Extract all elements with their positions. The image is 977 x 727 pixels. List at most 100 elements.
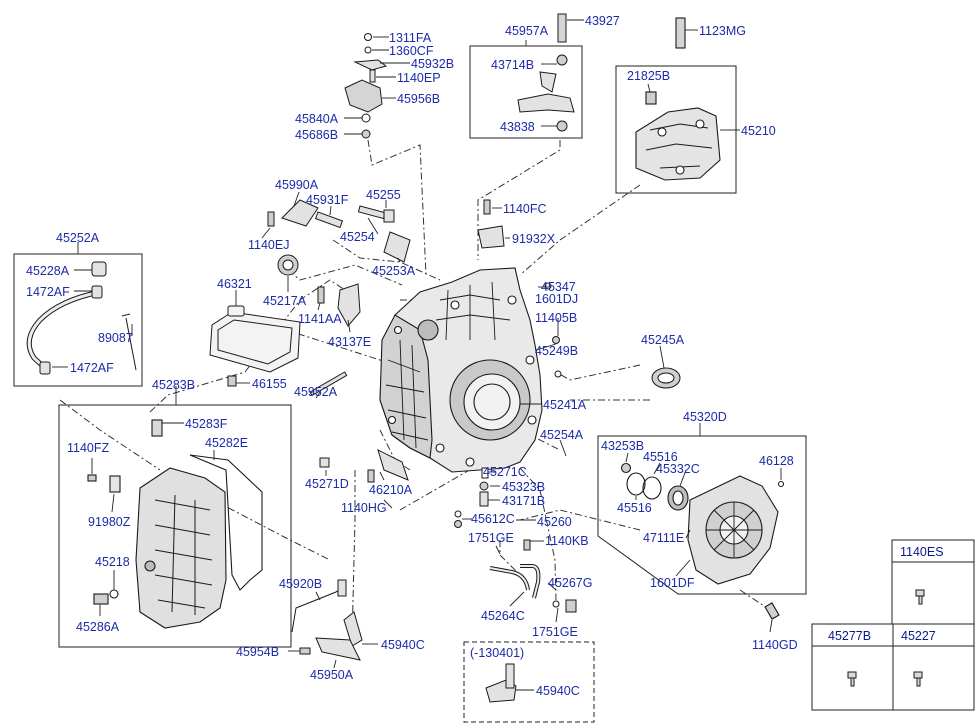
label-21825b: 21825B	[627, 69, 670, 83]
label-45264c: 45264C	[481, 609, 525, 623]
lever-bracket-parts	[517, 13, 575, 132]
label-45253a: 45253A	[372, 264, 416, 278]
oil-filter	[209, 305, 301, 387]
label-45320d: 45320D	[683, 410, 727, 424]
oil-pan-ribs	[154, 494, 213, 615]
label-91980z: 91980Z	[88, 515, 131, 529]
filter-nipple	[227, 305, 245, 317]
case-webbing	[385, 281, 511, 449]
label-45217a: 45217A	[263, 294, 307, 308]
oil-pan-gasket	[189, 454, 263, 591]
label-89087: 89087	[98, 331, 133, 345]
oil-pan-plug	[144, 560, 156, 572]
oil-pan-assembly	[87, 419, 263, 629]
label-45516-b: 45516	[617, 501, 652, 515]
label-46321: 46321	[217, 277, 252, 291]
box-variant-130401	[463, 641, 595, 723]
label-1472af-top: 1472AF	[26, 285, 70, 299]
label-1141aa: 1141AA	[298, 312, 342, 326]
side-cover	[620, 462, 785, 620]
label-45516-a: 45516	[643, 450, 678, 464]
label-1140kb: 1140KB	[545, 534, 589, 548]
seal-45245a	[544, 282, 681, 389]
dipstick	[121, 313, 137, 371]
label-45249b: 45249B	[535, 344, 578, 358]
hose-cap	[91, 261, 107, 277]
label-45952a: 45952A	[294, 385, 338, 399]
label-1601df: 1601DF	[650, 576, 695, 590]
pin-45952a	[309, 371, 348, 397]
part-labels: 1311FA 1360CF 45932B 1140EP 45956B 45840…	[26, 14, 798, 698]
label-1140fz: 1140FZ	[67, 441, 110, 455]
label-1360cf: 1360CF	[389, 44, 434, 58]
label-1140fc: 1140FC	[503, 202, 547, 216]
bracket-43137e	[337, 283, 361, 327]
case-bolt-bosses	[387, 295, 537, 467]
bracket-91932x	[477, 199, 505, 249]
oil-pan	[135, 467, 227, 629]
label-45954b: 45954B	[236, 645, 279, 659]
label-45686b: 45686B	[295, 128, 338, 142]
label-1601dj: 1601DJ	[535, 292, 578, 306]
label-45957a: 45957A	[505, 24, 549, 38]
drain-plug	[93, 593, 109, 605]
label-45283f: 45283F	[185, 417, 228, 431]
label-45282e: 45282E	[205, 436, 248, 450]
table-1140es: 1140ES	[900, 545, 944, 559]
label-45931f: 45931F	[306, 193, 349, 207]
label-45271c: 45271C	[483, 465, 527, 479]
rod-46210a	[377, 449, 409, 481]
label-45286a: 45286A	[76, 620, 120, 634]
hose-clamp-top	[91, 285, 103, 299]
inhibitor-switch	[344, 79, 383, 113]
label-45612c: 45612C	[471, 512, 515, 526]
label-45210: 45210	[741, 124, 776, 138]
label-47111e: 47111E	[643, 531, 684, 545]
case-top-port	[417, 319, 439, 341]
label-leaders	[52, 19, 782, 691]
label-45840a: 45840A	[295, 112, 339, 126]
oring-45516-b	[642, 476, 662, 500]
box-45210	[615, 65, 737, 194]
label-43171b: 43171B	[502, 494, 545, 508]
bolt-1140fz	[87, 474, 97, 482]
oring-45516-a	[626, 472, 646, 496]
label-91932x: 91932X	[512, 232, 556, 246]
label-45271d: 45271D	[305, 477, 349, 491]
plug-45283f	[151, 419, 163, 437]
cap-43253b	[620, 462, 632, 474]
label-1311fa: 1311FA	[389, 31, 432, 45]
label-45920b: 45920B	[279, 577, 322, 591]
label-45940c: 45940C	[381, 638, 425, 652]
label-45932b: 45932B	[411, 57, 454, 71]
label-1140hg: 1140HG	[341, 501, 387, 515]
bolt-46155	[227, 375, 237, 387]
label-45228a: 45228A	[26, 264, 70, 278]
label-1751ge-bottom: 1751GE	[532, 625, 578, 639]
hose-clamp-bottom	[39, 361, 51, 375]
label-45252a: 45252A	[56, 231, 100, 245]
label-45990a: 45990A	[275, 178, 319, 192]
hose-assembly	[26, 261, 137, 375]
label-43838: 43838	[500, 120, 535, 134]
label-1140gd: 1140GD	[752, 638, 798, 652]
oil-pipe	[489, 564, 541, 599]
label-45940c-variant: 45940C	[536, 684, 580, 698]
mount-bracket	[635, 17, 721, 181]
label-1751ge-top: 1751GE	[468, 531, 514, 545]
label-1140ej: 1140EJ	[248, 238, 289, 252]
label-45267g: 45267G	[548, 576, 592, 590]
label-45254a: 45254A	[540, 428, 584, 442]
label-1472af-bottom: 1472AF	[70, 361, 114, 375]
label-45245a: 45245A	[641, 333, 685, 347]
parking-sprag	[383, 231, 411, 263]
label-45956b: 45956B	[397, 92, 440, 106]
table-bolt-icons	[847, 589, 925, 687]
label-45283b: 45283B	[152, 378, 195, 392]
bracket-91980z	[109, 475, 121, 493]
label-46128: 46128	[759, 454, 794, 468]
transmission-case	[379, 267, 543, 473]
fastener-table	[811, 539, 975, 711]
box-45320d	[597, 435, 807, 595]
bolt-icon	[847, 671, 857, 687]
